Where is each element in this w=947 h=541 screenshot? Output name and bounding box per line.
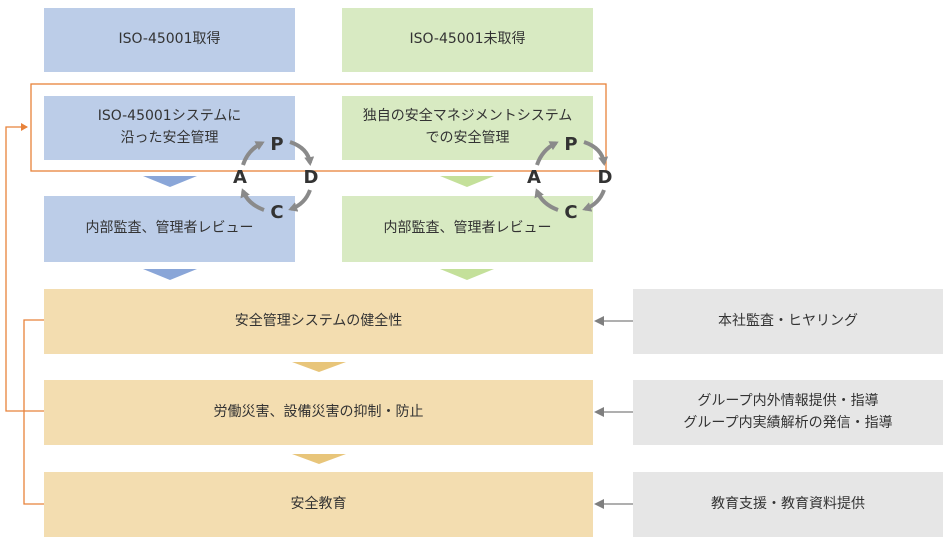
review-label-left: 内部監査、管理者レビュー: [85, 220, 254, 237]
down-arrow-flow-1: [292, 362, 346, 372]
pdca-left-p: P: [270, 134, 283, 155]
review-label-right: 内部監査、管理者レビュー: [383, 220, 552, 237]
support-info-label: グループ内外情報提供・指導 グループ内実績解析の発信・指導: [683, 392, 893, 431]
pdca-cycle-left: P D C A: [233, 134, 318, 223]
education-box: 安全教育: [44, 472, 593, 537]
own-system-label: 独自の安全マネジメントシステム での安全管理: [362, 108, 573, 146]
highlight-frame: [30, 83, 607, 172]
pdca-cycle-right: P D C A: [527, 134, 612, 223]
support-info-box: グループ内外情報提供・指導 グループ内実績解析の発信・指導: [633, 380, 943, 445]
pdca-left-c: C: [270, 202, 283, 223]
prevention-label: 労働災害、設備災害の抑制・防止: [213, 403, 424, 420]
feedback-line-inner: [23, 319, 44, 505]
down-arrow-right-1: [440, 176, 494, 187]
pdca-right-c: C: [564, 202, 577, 223]
soundness-label: 安全管理システムの健全性: [234, 312, 403, 329]
header-iso-acquired-label: ISO-45001取得: [118, 31, 221, 48]
pdca-right-a: A: [527, 167, 541, 188]
prevention-box: 労働災害、設備災害の抑制・防止: [44, 380, 593, 445]
pdca-right-d: D: [598, 167, 613, 188]
header-iso-acquired: ISO-45001取得: [44, 8, 295, 72]
down-arrow-right-2: [440, 269, 494, 280]
down-arrow-flow-2: [292, 454, 346, 464]
down-arrow-left-1: [143, 176, 197, 187]
header-iso-not-acquired: ISO-45001未取得: [342, 8, 593, 72]
support-audit-box: 本社監査・ヒヤリング: [633, 289, 943, 354]
header-iso-not-acquired-label: ISO-45001未取得: [409, 31, 526, 48]
education-label: 安全教育: [290, 495, 347, 512]
pdca-right-p: P: [564, 134, 577, 155]
own-system-box: 独自の安全マネジメントシステム での安全管理: [342, 96, 593, 160]
support-education-box: 教育支援・教育資料提供: [633, 472, 943, 537]
support-audit-label: 本社監査・ヒヤリング: [718, 312, 858, 329]
pdca-left-a: A: [233, 167, 247, 188]
pdca-left-d: D: [304, 167, 319, 188]
support-education-label: 教育支援・教育資料提供: [711, 495, 865, 512]
feedback-line-outer: [5, 123, 44, 412]
down-arrow-left-2: [143, 269, 197, 280]
review-box-left: 内部監査、管理者レビュー: [44, 196, 295, 262]
soundness-box: 安全管理システムの健全性: [44, 289, 593, 354]
iso-system-label: ISO-45001システムに 沿った安全管理: [97, 108, 242, 146]
